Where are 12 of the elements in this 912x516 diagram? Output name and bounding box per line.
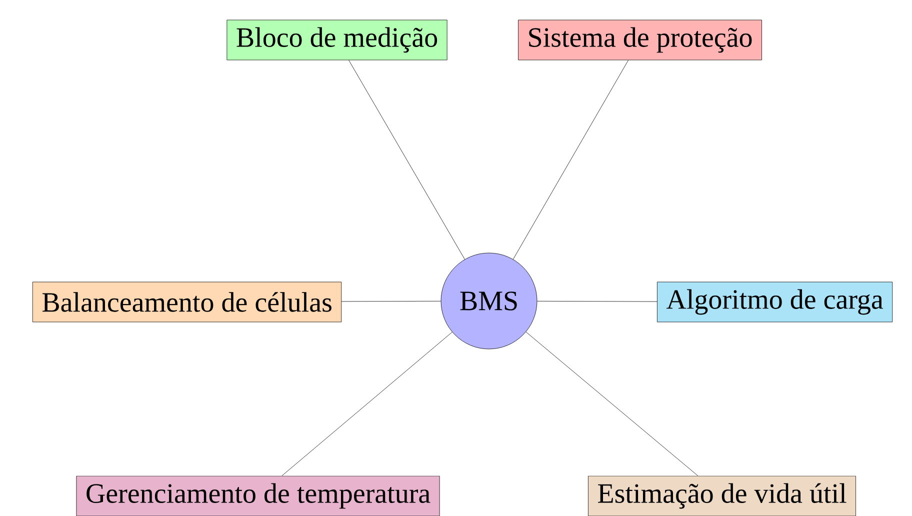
process-box: Estimação de vida útil (588, 476, 856, 516)
process-box: Algoritmo de carga (657, 282, 893, 322)
connector-line (341, 300, 441, 302)
connector-line (348, 60, 465, 260)
connector-line (537, 300, 658, 302)
connector-line (512, 60, 629, 260)
process-box: Gerenciamento de temperatura (76, 476, 440, 516)
process-box: Bloco de medição (226, 20, 448, 60)
connector-line (282, 332, 452, 476)
connector-line (526, 332, 698, 476)
process-box: Balanceamento de células (32, 282, 342, 322)
process-box: Sistema de proteção (518, 20, 762, 60)
